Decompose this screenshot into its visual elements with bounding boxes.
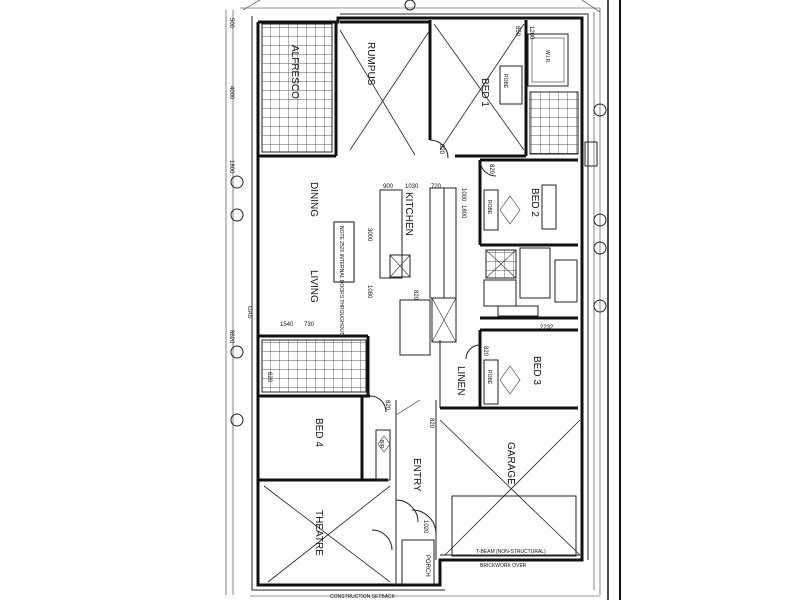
dim-620: 620	[266, 372, 272, 383]
garage-area	[439, 419, 582, 557]
dim-1080: 1080	[366, 285, 372, 299]
gas-label: GAS	[246, 306, 252, 319]
garage-label: GARAGE	[505, 442, 516, 485]
bed1-area	[429, 20, 598, 167]
theatre-area	[263, 485, 393, 583]
bed3-area	[439, 328, 578, 410]
exterior-walls	[251, 13, 589, 591]
sheet-border	[607, 0, 621, 600]
living-label: LIVING	[308, 270, 319, 303]
entry-label: ENTRY	[411, 458, 422, 492]
dimension-lines	[225, 0, 607, 597]
dim-850: 850	[514, 26, 520, 37]
tbeam-note: T-BEAM (NON-STRUCTURAL)	[476, 549, 546, 555]
wir-label: W.I.R.	[544, 50, 550, 64]
doors-note-box	[333, 221, 355, 283]
dim-1200: 1200	[528, 26, 534, 40]
dim-820-kitchen: 820	[412, 290, 418, 301]
dim-2232: 2232	[540, 325, 554, 331]
porch-label: PORCH	[424, 555, 430, 577]
dim-3000: 3000	[366, 228, 372, 242]
dim-1800-b: 1800	[228, 160, 234, 174]
bed2-label: BED 2	[529, 188, 540, 217]
rumpus-area	[339, 20, 432, 156]
dim-1030: 1030	[405, 184, 419, 190]
dining-label: DINING	[308, 182, 319, 217]
robe-bed1-label: ROBE	[502, 74, 508, 89]
bir-label: BIR	[378, 440, 384, 449]
bathroom-area	[480, 247, 578, 320]
dim-820-bed4: 820	[384, 400, 390, 411]
theatre-label: THEATRE	[313, 510, 324, 556]
brickwork-note: BRICKWORK OVER	[480, 563, 527, 569]
kitchen-label: KITCHEN	[403, 192, 414, 236]
dim-820-bed1: 820	[438, 144, 444, 155]
hall-area	[395, 399, 437, 585]
dim-720: 720	[431, 184, 442, 190]
construction-note: CONSTRUCTION SETBACK	[330, 594, 396, 600]
bed3-label: BED 3	[531, 356, 542, 385]
bed4-label: BED 4	[313, 418, 324, 447]
kitchen-area	[333, 187, 457, 356]
alfresco-area	[258, 22, 338, 158]
bed2-area	[478, 158, 578, 247]
dim-1020: 1020	[422, 520, 428, 534]
alfresco-label: ALFRESCO	[289, 45, 300, 99]
laundry-area	[258, 334, 370, 398]
robe-bed3-label: ROBE	[486, 370, 492, 385]
dim-820-garage: 820	[428, 418, 434, 429]
dim-4000: 4000	[228, 86, 234, 100]
dim-730: 730	[304, 322, 315, 328]
dim-500: 500	[228, 18, 234, 29]
porch-area	[401, 539, 435, 585]
rumpus-label: RUMPUS	[365, 42, 376, 86]
bed1-label: BED 1	[479, 78, 490, 107]
bed4-area	[258, 395, 391, 482]
linen-label: LINEN	[455, 366, 466, 395]
dim-1540: 1540	[280, 322, 294, 328]
dim-820-bed3: 820	[482, 346, 488, 357]
robe-bed2-label: ROBE	[486, 200, 492, 215]
doors-note: NOTE 2520 INTERNAL DOORS THROUGHOUT	[338, 226, 344, 335]
dim-820-bed2: 820	[488, 164, 494, 175]
dim-1000: 1000	[460, 188, 466, 202]
dim-900: 900	[383, 184, 394, 190]
dim-8620: 8620	[228, 330, 234, 344]
dim-1800: 1800	[460, 205, 466, 219]
